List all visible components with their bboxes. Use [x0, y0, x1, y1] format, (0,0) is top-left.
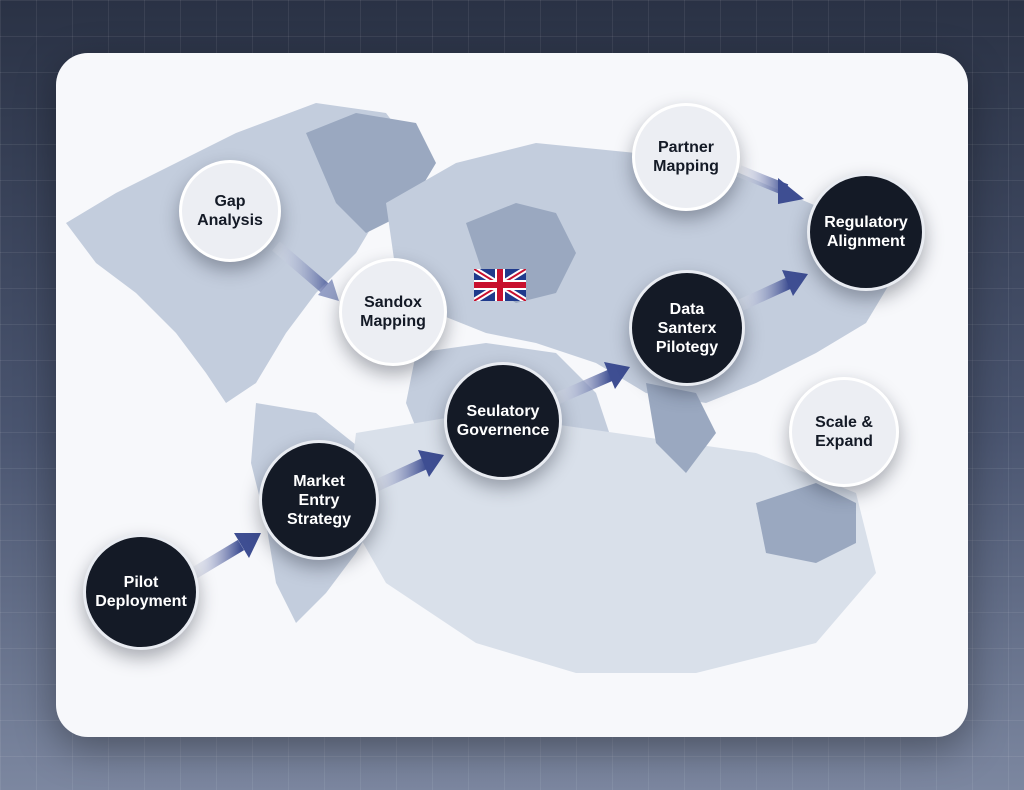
- node-label: Market Entry Strategy: [286, 472, 352, 528]
- arrow-gap-to-sandbox: [272, 241, 339, 301]
- node-label: Pilot Deployment: [95, 574, 187, 610]
- node-partner-mapping[interactable]: Partner Mapping: [632, 103, 740, 211]
- node-label: Data Santerx Pilotegy: [655, 300, 719, 356]
- node-label: Sandox Mapping: [360, 294, 426, 330]
- arrow-partner-to-regulatory: [736, 165, 804, 204]
- arrow-data-to-regulatory: [738, 270, 808, 311]
- node-sandbox-mapping[interactable]: Sandox Mapping: [339, 258, 447, 366]
- node-gap-analysis[interactable]: Gap Analysis: [179, 160, 281, 262]
- node-pilot-deployment[interactable]: Pilot Deployment: [83, 534, 199, 650]
- node-data-sandbox-pilot[interactable]: Data Santerx Pilotegy: [629, 270, 745, 386]
- node-market-entry-strategy[interactable]: Market Entry Strategy: [259, 440, 379, 560]
- uk-flag-icon: [474, 269, 526, 301]
- node-label: Scale & Expand: [815, 414, 873, 450]
- arrow-market-to-governance: [368, 450, 444, 494]
- arrow-governance-to-data: [553, 362, 630, 405]
- central-landmass: [346, 413, 876, 673]
- node-label: Partner Mapping: [653, 139, 719, 175]
- arrow-pilot-to-market: [187, 533, 261, 581]
- node-regulatory-alignment[interactable]: Regulatory Alignment: [807, 173, 925, 291]
- node-scale-expand[interactable]: Scale & Expand: [789, 377, 899, 487]
- south-asia-landmass: [646, 383, 716, 473]
- australia-landmass: [756, 483, 856, 563]
- node-regulatory-governance[interactable]: Seulatory Governence: [444, 362, 562, 480]
- node-label: Regulatory Alignment: [824, 214, 908, 250]
- diagram-card: Gap Analysis Sandox Mapping Partner Mapp…: [56, 53, 968, 737]
- node-label: Seulatory Governence: [456, 403, 550, 439]
- node-label: Gap Analysis: [197, 193, 263, 229]
